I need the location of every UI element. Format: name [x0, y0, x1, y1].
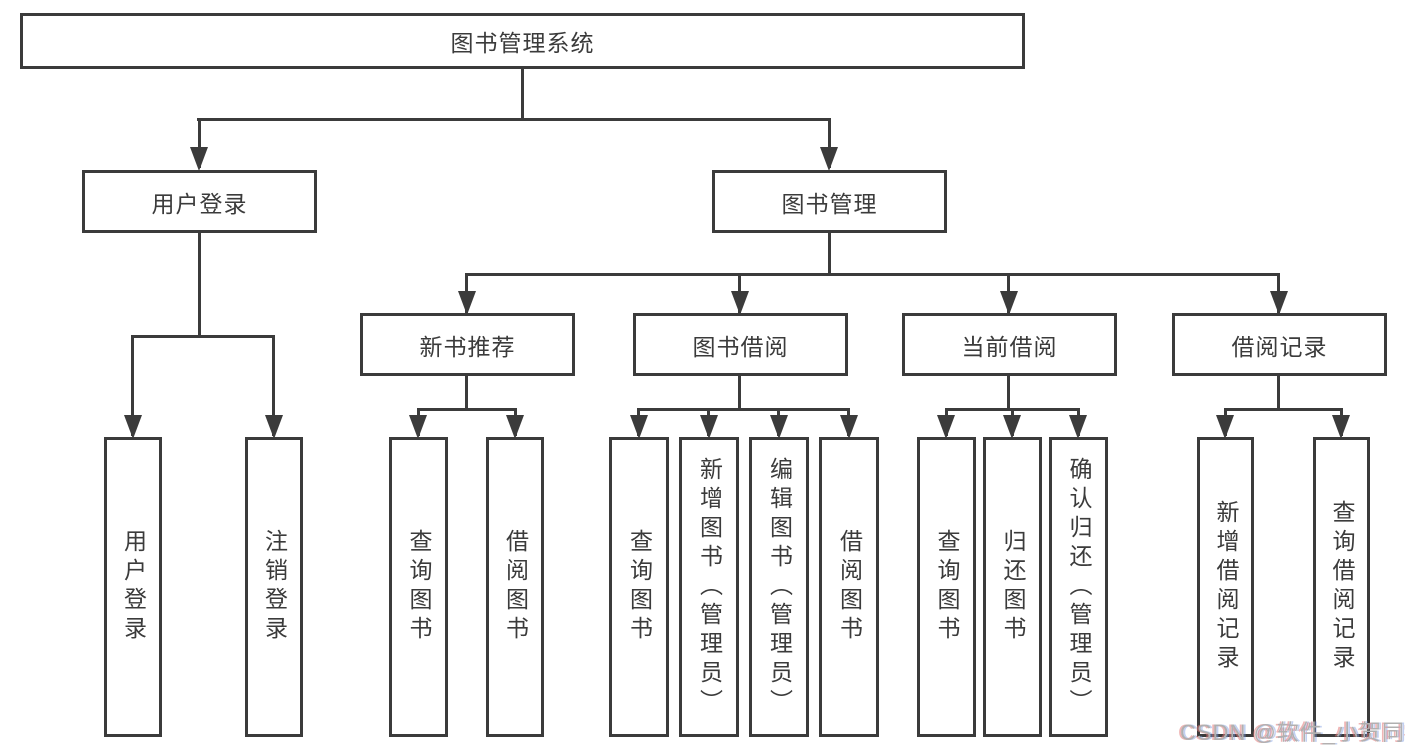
connector-book-management-stem — [828, 233, 831, 273]
node-book-management: 图书管理 — [712, 170, 947, 233]
node-user-login: 用户登录 — [82, 170, 317, 233]
node-root-label: 图书管理系统 — [450, 30, 595, 56]
leaf-user-login-label: 用户登录 — [120, 529, 147, 645]
leaf-add-borrow-record-label: 新增借阅记录 — [1213, 500, 1239, 674]
connector-root-split — [197, 118, 831, 121]
leaf-query-borrow-record: 查询借阅记录 — [1313, 437, 1370, 737]
arrowhead-leaf-confirm-return-icon — [1069, 415, 1087, 439]
connector-to-leaf-logout — [272, 335, 275, 436]
connector-user-login-stem — [198, 233, 201, 335]
node-new-book-recommend: 新书推荐 — [360, 313, 575, 376]
leaf-query-borrow-record-label: 查询借阅记录 — [1329, 500, 1355, 674]
arrowhead-leaf-borrow-books-icon — [840, 415, 858, 439]
connector-level3-split — [465, 273, 1280, 276]
connector-user-login-split — [131, 335, 275, 338]
node-new-book-recommend-label: 新书推荐 — [419, 333, 516, 360]
arrowhead-leaf-edit-books-icon — [770, 415, 788, 439]
leaf-borrow-books-recommend-label: 借阅图书 — [502, 529, 529, 645]
leaf-user-login: 用户登录 — [104, 437, 162, 737]
node-book-borrow: 图书借阅 — [633, 313, 848, 376]
node-user-login-label: 用户登录 — [151, 190, 248, 217]
arrowhead-leaf-user-login-icon — [124, 415, 142, 439]
leaf-add-books-admin-label: 新增图书（管理员） — [696, 456, 723, 718]
connector-book-borrow-split — [637, 408, 850, 411]
arrowhead-leaf-add-record-icon — [1216, 415, 1234, 439]
arrowhead-book-borrow-icon — [731, 291, 749, 315]
arrowhead-leaf-query-borrow-icon — [630, 415, 648, 439]
leaf-query-books-recommend: 查询图书 — [389, 437, 448, 737]
leaf-borrow-books: 借阅图书 — [819, 437, 879, 737]
leaf-logout-login-label: 注销登录 — [261, 529, 288, 645]
arrowhead-leaf-query-record-icon — [1332, 415, 1350, 439]
leaf-logout-login: 注销登录 — [245, 437, 303, 737]
node-root: 图书管理系统 — [20, 13, 1025, 69]
leaf-add-borrow-record: 新增借阅记录 — [1197, 437, 1254, 737]
leaf-query-books-current: 查询图书 — [917, 437, 976, 737]
leaf-confirm-return-admin: 确认归还（管理员） — [1049, 437, 1108, 737]
arrowhead-leaf-add-books-icon — [700, 415, 718, 439]
leaf-return-books-label: 归还图书 — [1000, 529, 1026, 645]
node-borrow-records: 借阅记录 — [1172, 313, 1387, 376]
connector-to-book-management — [828, 118, 831, 168]
arrowhead-leaf-return-books-icon — [1003, 415, 1021, 439]
arrowhead-leaf-query-recommend-icon — [409, 415, 427, 439]
node-borrow-records-label: 借阅记录 — [1231, 333, 1328, 360]
arrowhead-current-borrow-icon — [1000, 291, 1018, 315]
node-current-borrow-label: 当前借阅 — [961, 333, 1058, 360]
connector-to-leaf-user-login — [131, 335, 134, 436]
connector-recommend-stem — [465, 376, 468, 408]
connector-root-stem — [521, 69, 524, 118]
leaf-edit-books-admin-label: 编辑图书（管理员） — [766, 456, 793, 718]
leaf-borrow-books-label: 借阅图书 — [836, 529, 863, 645]
leaf-query-books-recommend-label: 查询图书 — [406, 529, 432, 645]
arrowhead-new-book-recommend-icon — [458, 291, 476, 315]
leaf-confirm-return-admin-label: 确认归还（管理员） — [1066, 456, 1092, 718]
connector-borrow-records-stem — [1277, 376, 1280, 408]
connector-recommend-split — [417, 408, 517, 411]
leaf-query-books-current-label: 查询图书 — [934, 529, 960, 645]
leaf-borrow-books-recommend: 借阅图书 — [486, 437, 544, 737]
leaf-return-books: 归还图书 — [983, 437, 1042, 737]
leaf-query-books-borrow-label: 查询图书 — [626, 529, 653, 645]
connector-to-user-login — [198, 118, 201, 168]
leaf-edit-books-admin: 编辑图书（管理员） — [749, 437, 809, 737]
connector-book-borrow-stem — [738, 376, 741, 408]
arrowhead-user-login-icon — [190, 147, 208, 171]
node-book-management-label: 图书管理 — [781, 190, 878, 217]
arrowhead-borrow-records-icon — [1270, 291, 1288, 315]
arrowhead-leaf-query-current-icon — [937, 415, 955, 439]
arrowhead-book-management-icon — [820, 147, 838, 171]
leaf-add-books-admin: 新增图书（管理员） — [679, 437, 739, 737]
connector-borrow-records-split — [1224, 408, 1343, 411]
connector-current-borrow-stem — [1007, 376, 1010, 408]
node-current-borrow: 当前借阅 — [902, 313, 1117, 376]
node-book-borrow-label: 图书借阅 — [692, 333, 789, 360]
leaf-query-books-borrow: 查询图书 — [609, 437, 669, 737]
arrowhead-leaf-logout-icon — [265, 415, 283, 439]
arrowhead-leaf-borrow-recommend-icon — [506, 415, 524, 439]
csdn-watermark: CSDN @软件_小贺同学 — [1180, 720, 1405, 745]
